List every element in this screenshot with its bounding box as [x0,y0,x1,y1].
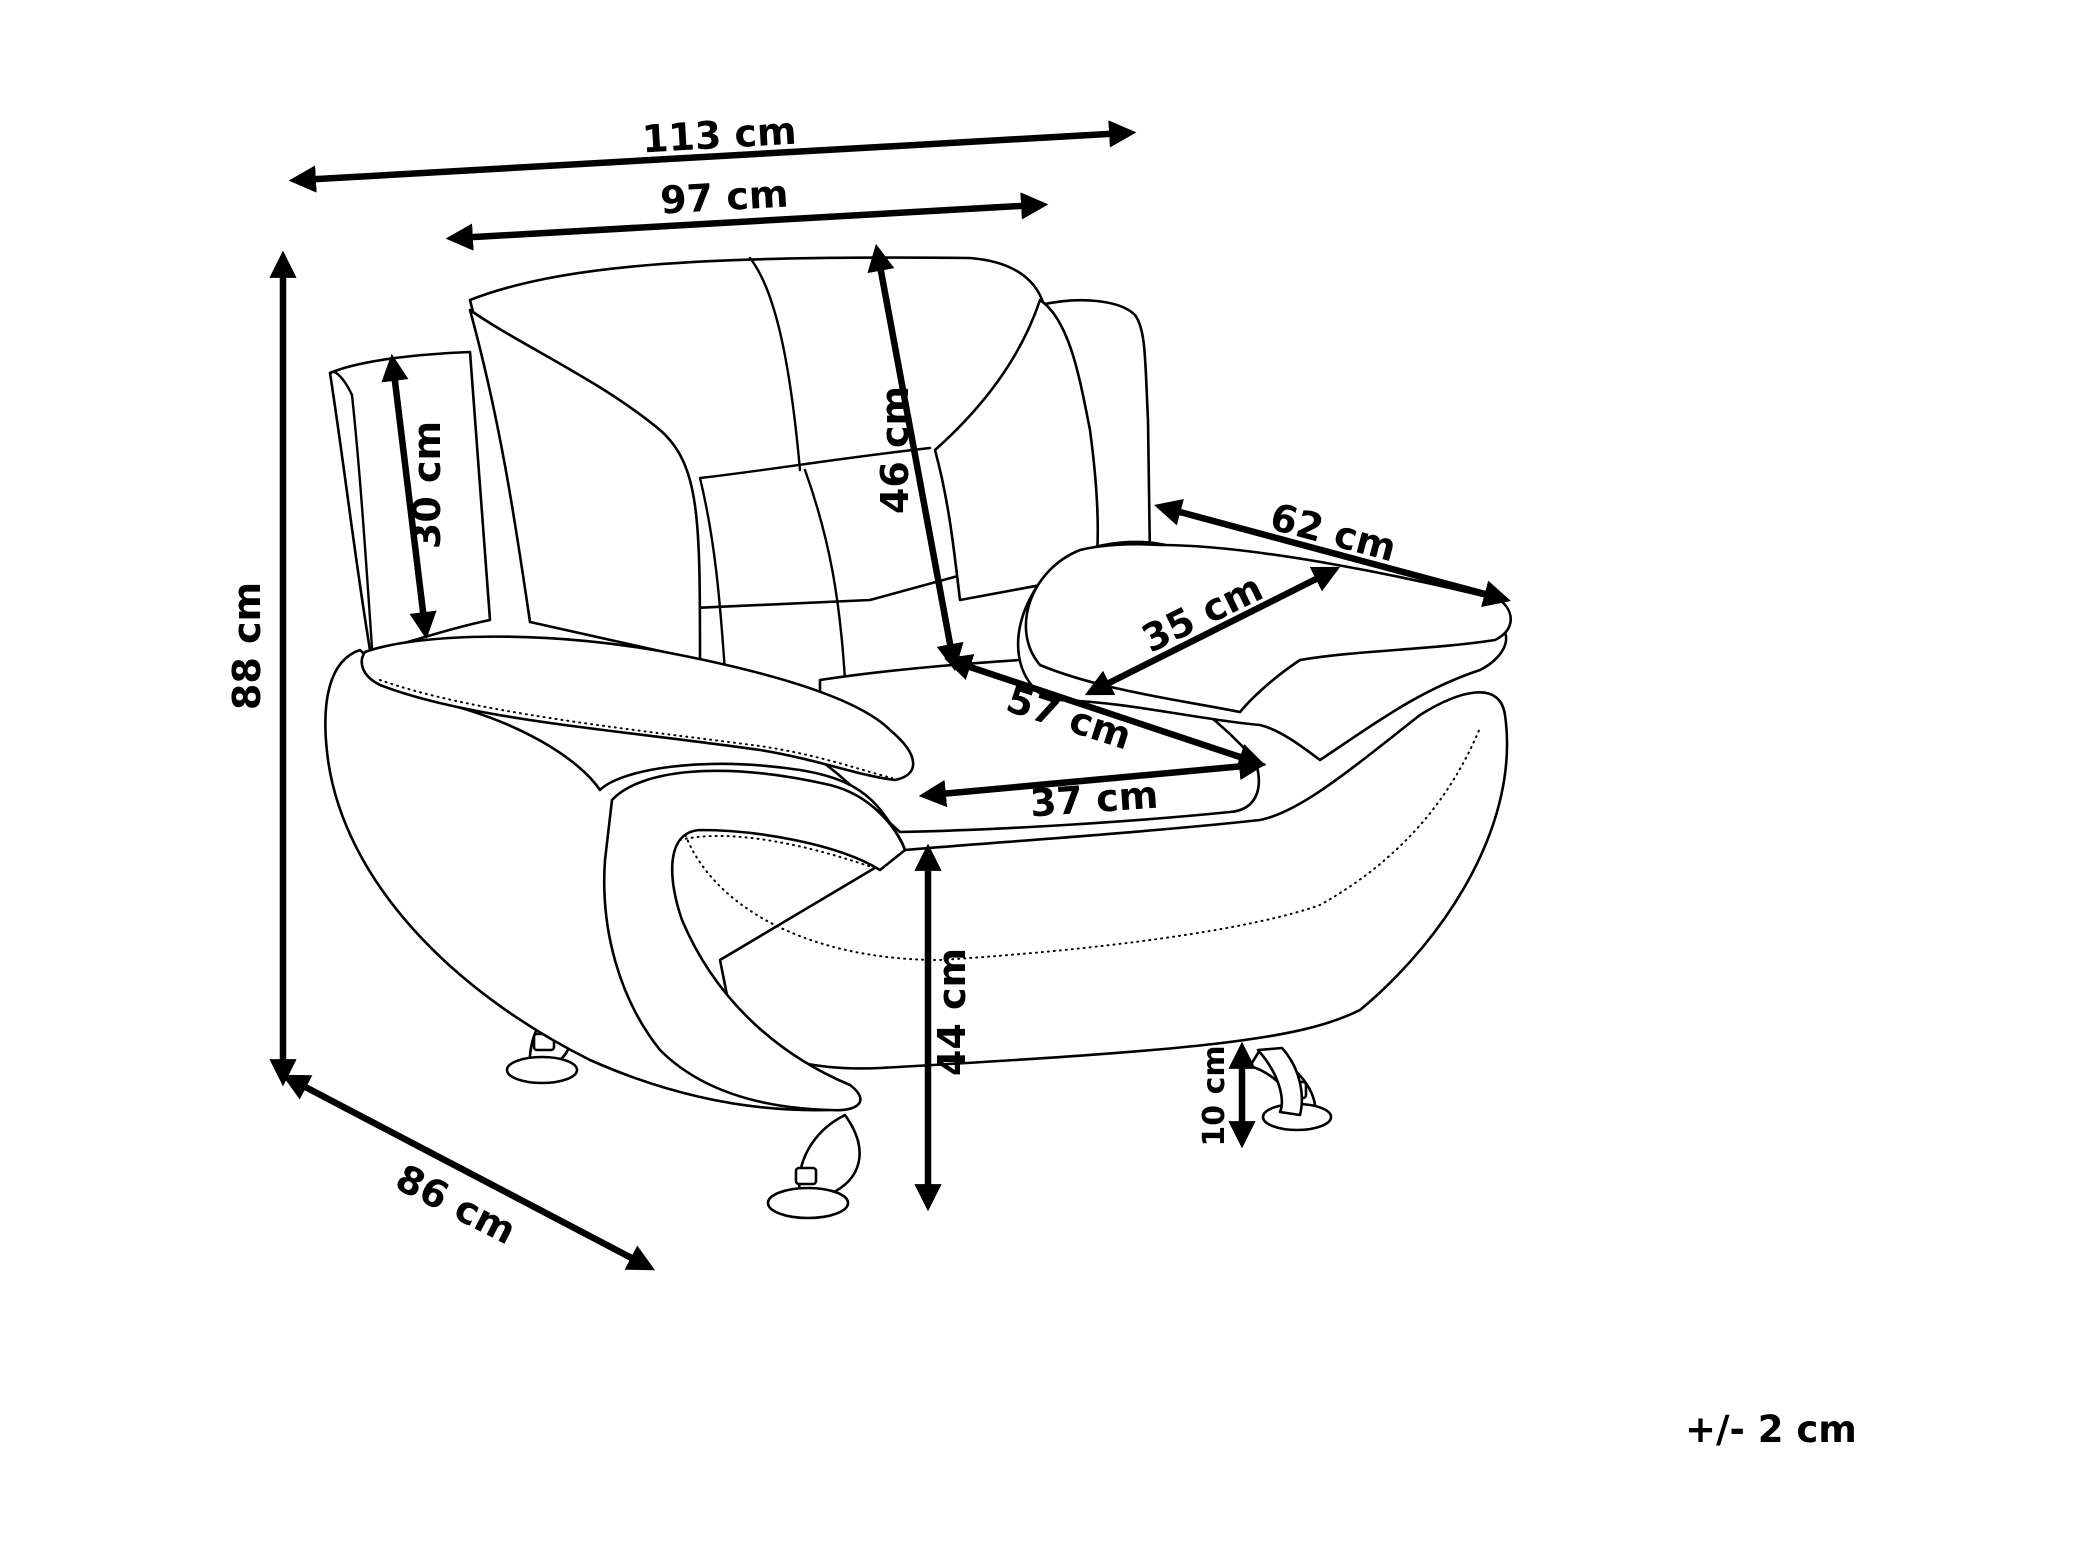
armrest-height-arrow [381,353,437,640]
armrest-height-label: 30 cm [405,421,449,549]
total-width-arrow [288,120,1137,193]
backrest-height-label: 46 cm [873,386,917,514]
tolerance-note: +/- 2 cm [1685,1408,1857,1451]
armrest-depth-arrow [1154,498,1511,608]
armchair-drawing [324,256,1512,1220]
inner-width-arrow [445,192,1049,251]
total-depth-label: 86 cm [389,1156,523,1253]
left-armrest-pad [360,635,915,782]
seat-depth-arrow [944,654,1266,770]
inner-width-label: 97 cm [659,171,789,222]
left-armrest-front [603,769,907,1112]
leg-height-label: 10 cm [1197,1045,1232,1146]
seat-height-label: 44 cm [930,948,974,1076]
leg-front-left [766,1113,861,1220]
backrest-left-wing [468,308,702,662]
total-depth-arrow [281,1074,656,1271]
leg-front-right [1256,1046,1304,1117]
total-height-label: 88 cm [225,582,269,710]
seat-width-arrow [918,752,1267,808]
total-width-label: 113 cm [641,109,798,162]
seat-width-label: 37 cm [1029,773,1160,826]
backrest-height-arrow [867,243,964,672]
dimension-arrows [269,120,1511,1271]
